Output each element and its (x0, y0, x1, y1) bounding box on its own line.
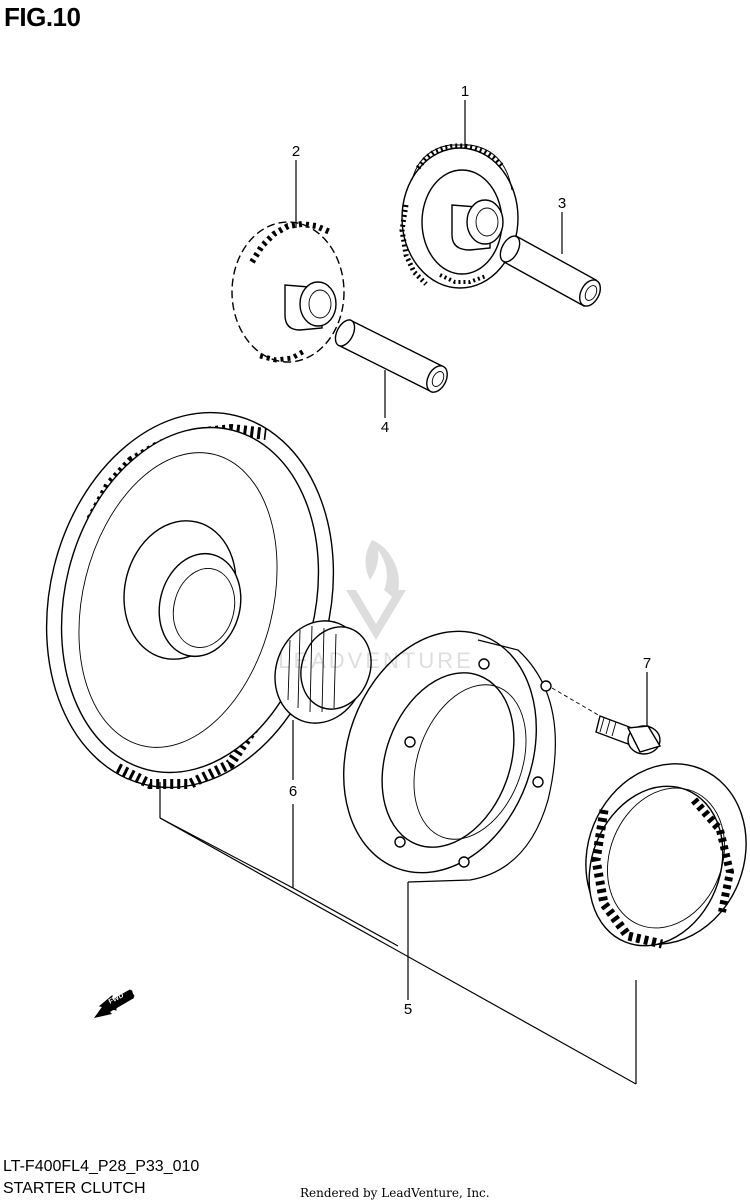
gear-1[interactable] (399, 143, 519, 289)
callout-7: 7 (643, 655, 651, 672)
callout-3: 3 (558, 195, 566, 212)
leadventure-watermark: LEADVENTURE (278, 540, 474, 673)
callout-labels: 1 2 3 4 5 6 7 (289, 83, 651, 1018)
fwd-arrow-icon: FWD (94, 989, 135, 1018)
gear-2[interactable] (231, 220, 345, 363)
bolt-7[interactable] (595, 715, 662, 755)
callout-6: 6 (289, 783, 297, 800)
clutch-housing-5[interactable] (311, 604, 569, 900)
figure-code: LT-F400FL4_P28_P33_010 (3, 1158, 200, 1175)
callout-2: 2 (292, 143, 300, 160)
shaft-4[interactable] (332, 317, 452, 396)
ring-gear[interactable] (8, 382, 372, 818)
one-way-clutch[interactable] (559, 739, 750, 968)
leader-lines (159, 100, 648, 1085)
shaft-3[interactable] (496, 233, 604, 310)
rendered-by-credit: Rendered by LeadVenture, Inc. (300, 1186, 490, 1200)
watermark-text: LEADVENTURE (278, 648, 474, 673)
figure-name: STARTER CLUTCH (3, 1180, 146, 1197)
callout-5: 5 (404, 1001, 412, 1018)
needle-bearing-6[interactable] (261, 608, 382, 736)
callout-1: 1 (461, 83, 469, 100)
callout-4: 4 (381, 419, 389, 436)
figure-title: FIG.10 (4, 2, 81, 32)
